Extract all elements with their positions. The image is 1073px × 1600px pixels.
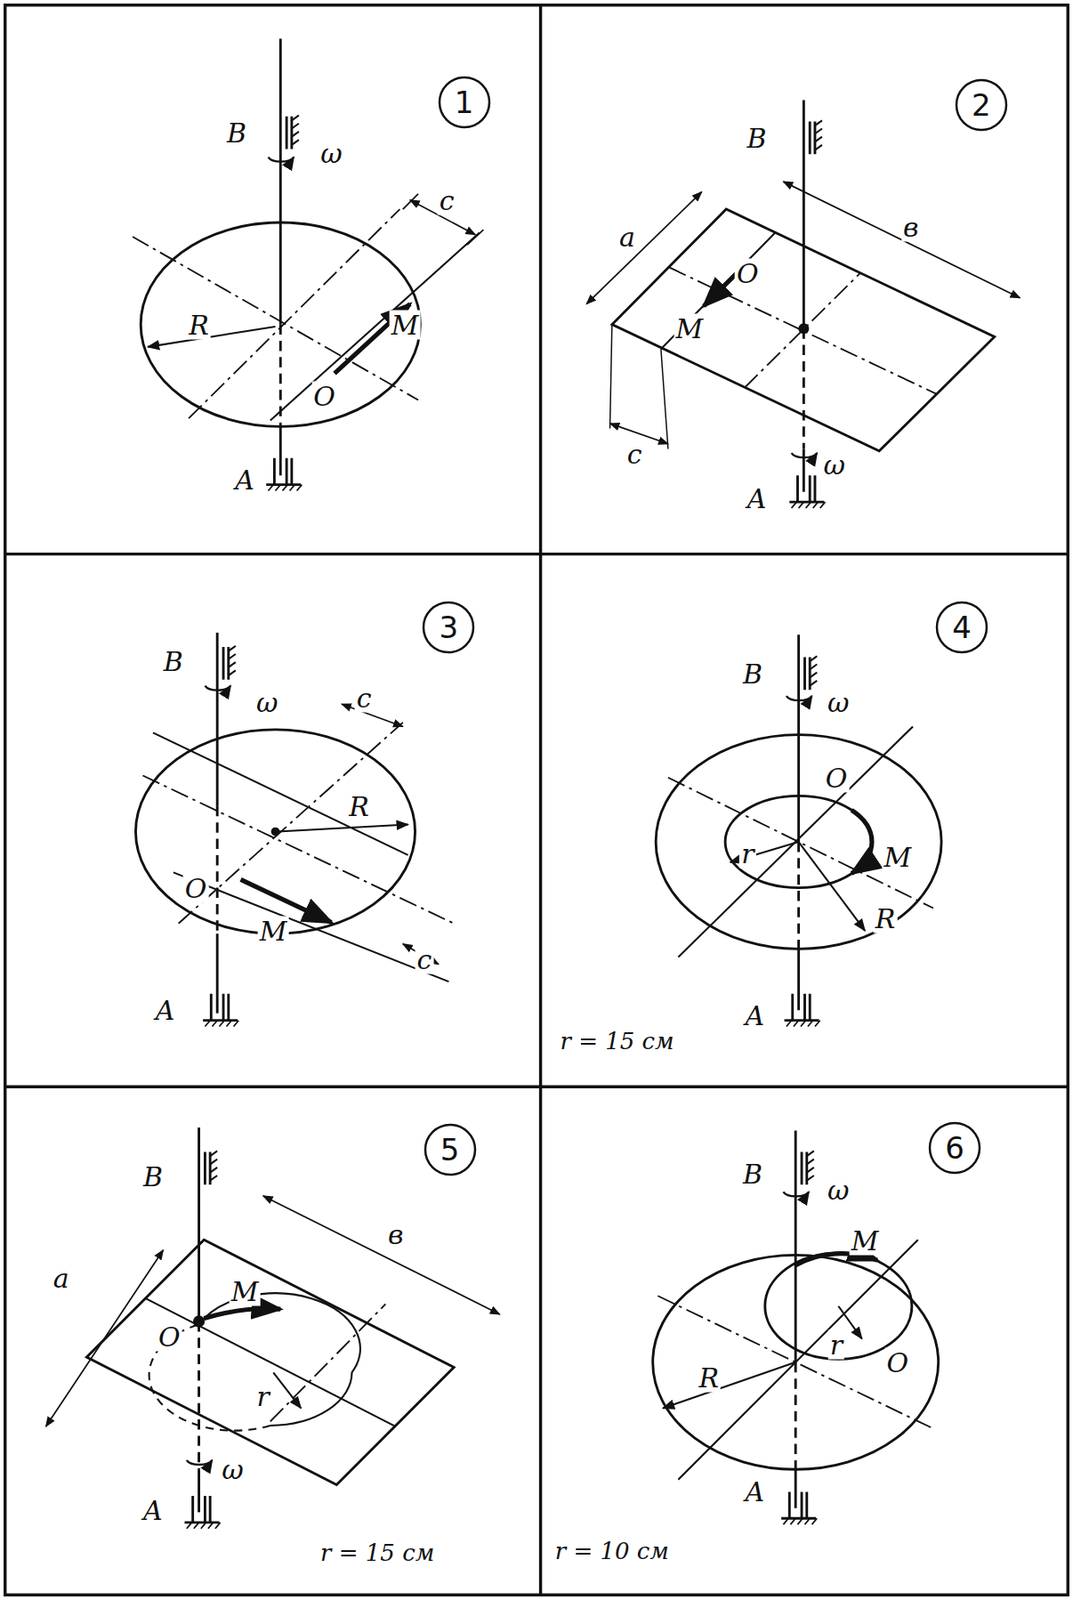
symbol-label: r [739, 838, 756, 868]
symbol-label: ω [825, 1175, 851, 1205]
symbol-label: R [346, 790, 372, 821]
callout-number: 5 [440, 1134, 460, 1165]
symbol-label: O [823, 762, 850, 792]
callout-number: 1 [454, 87, 475, 118]
symbol-label: A [153, 995, 178, 1025]
symbol-label: ω [219, 1454, 245, 1485]
callout-circle: 4 [935, 600, 989, 654]
symbol-label: ω [825, 686, 851, 717]
symbol-label: A [233, 464, 257, 494]
symbol-label: O [183, 872, 210, 903]
symbol-label: r [255, 1380, 272, 1411]
symbol-label: O [156, 1322, 183, 1352]
symbol-label: A [742, 1476, 767, 1507]
callout-number: 2 [971, 89, 992, 121]
symbol-label: B [161, 646, 186, 677]
symbol-label: ω [318, 138, 344, 169]
symbol-label: B [741, 658, 765, 688]
symbol-label: A [742, 1000, 767, 1030]
callout-circle: 6 [927, 1121, 982, 1175]
symbol-label: a [51, 1262, 72, 1292]
dimension-note: r = 10 см [553, 1538, 671, 1565]
symbol-label: O [885, 1347, 912, 1377]
symbol-label: B [141, 1161, 165, 1192]
symbol-label: O [734, 258, 761, 289]
dimension-note: r = 15 см [318, 1540, 436, 1566]
callout-number: 4 [951, 612, 972, 643]
symbol-label: R [186, 309, 211, 339]
symbol-label: M [389, 309, 421, 339]
symbol-label: в [386, 1219, 405, 1250]
symbol-label: B [741, 1158, 765, 1188]
callout-circle: 2 [954, 78, 1009, 132]
symbol-label: M [881, 842, 913, 872]
symbol-label: c [625, 439, 645, 469]
callout-number: 3 [439, 612, 460, 643]
callout-circle: 5 [423, 1122, 477, 1177]
symbol-label: M [258, 915, 290, 945]
symbol-label: в [901, 211, 920, 242]
symbol-label: A [141, 1495, 165, 1525]
symbol-label: B [225, 118, 249, 148]
symbol-label: c [354, 683, 374, 713]
symbol-label: c [437, 185, 457, 215]
symbol-label: R [873, 903, 898, 934]
callout-number: 6 [944, 1132, 965, 1163]
symbol-label: R [696, 1363, 721, 1393]
symbol-label: O [311, 380, 338, 411]
symbol-label: ω [822, 449, 848, 479]
symbol-label: a [617, 222, 638, 252]
symbol-label: B [745, 122, 769, 153]
dimension-note: r = 15 см [557, 1027, 676, 1054]
symbol-label: M [849, 1226, 881, 1256]
symbol-label: r [828, 1330, 845, 1360]
symbol-label: A [745, 483, 769, 513]
symbol-label: c [414, 943, 434, 974]
callout-circle: 1 [437, 75, 492, 130]
callout-circle: 3 [421, 600, 476, 654]
symbol-label: M [674, 314, 706, 344]
symbol-label: M [229, 1275, 261, 1306]
symbol-label: ω [254, 686, 280, 717]
